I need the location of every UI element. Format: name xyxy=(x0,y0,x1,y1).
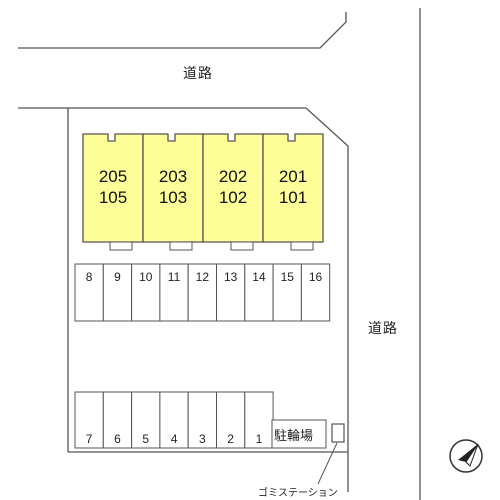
unit-number-upper: 202 xyxy=(218,167,248,186)
unit-number-upper: 201 xyxy=(278,167,308,186)
parking-bottom-stall-1 xyxy=(244,391,274,449)
unit-number-lower: 105 xyxy=(98,188,128,207)
parking-stall-shapes xyxy=(74,263,331,449)
unit-number-lower: 101 xyxy=(278,188,308,207)
parking-number-2: 2 xyxy=(227,432,234,446)
parking-top-stall-9 xyxy=(102,263,133,322)
unit-number-lower: 102 xyxy=(218,188,248,207)
building-entry-205 xyxy=(109,241,133,251)
parking-number-14: 14 xyxy=(252,270,266,284)
bicycle-parking-box xyxy=(271,419,327,449)
parking-top-stall-15 xyxy=(272,263,302,322)
parking-number-15: 15 xyxy=(280,270,294,284)
parking-top-stall-16 xyxy=(300,263,331,322)
parking-number-6: 6 xyxy=(114,432,121,446)
parking-number-4: 4 xyxy=(170,432,178,446)
parking-number-3: 3 xyxy=(198,432,206,446)
parking-number-5: 5 xyxy=(142,432,150,446)
lot-boundary xyxy=(18,107,349,492)
parking-bottom-stall-7 xyxy=(74,391,104,449)
parking-number-1: 1 xyxy=(255,432,263,446)
north-arrow-icon xyxy=(449,439,483,473)
building-201 xyxy=(262,133,324,243)
building-entry-201 xyxy=(290,241,314,251)
building-entry-203 xyxy=(169,241,193,251)
road-edge-top xyxy=(18,12,347,49)
parking-number-11: 11 xyxy=(167,270,181,284)
building-202 xyxy=(202,133,264,243)
parking-number-9: 9 xyxy=(114,270,121,284)
parking-top-stall-12 xyxy=(187,263,217,322)
parking-number-12: 12 xyxy=(195,270,210,284)
road-label-right: 道路 xyxy=(368,321,398,337)
building-shapes xyxy=(82,133,324,251)
parking-number-10: 10 xyxy=(139,270,153,284)
garbage-station-leader xyxy=(317,442,338,485)
parking-bottom-stall-3 xyxy=(187,391,217,449)
building-entry-202 xyxy=(230,241,254,251)
unit-number-upper: 203 xyxy=(158,167,188,186)
unit-number-upper: 205 xyxy=(98,167,128,186)
parking-bottom-stall-2 xyxy=(216,391,246,449)
parking-number-16: 16 xyxy=(308,270,323,284)
building-205 xyxy=(82,133,144,243)
parking-top-stall-13 xyxy=(216,263,246,322)
parking-number-7: 7 xyxy=(85,432,93,446)
parking-number-8: 8 xyxy=(85,270,93,284)
garbage-station-box xyxy=(331,423,345,443)
unit-number-lower: 103 xyxy=(158,188,188,207)
road-label-top: 道路 xyxy=(183,66,213,82)
bicycle-parking-label: 駐輪場 xyxy=(274,429,314,444)
parking-top-stall-14 xyxy=(244,263,274,322)
building-203 xyxy=(142,133,204,243)
garbage-station-label: ゴミステーション xyxy=(258,488,338,499)
parking-number-13: 13 xyxy=(223,270,238,284)
